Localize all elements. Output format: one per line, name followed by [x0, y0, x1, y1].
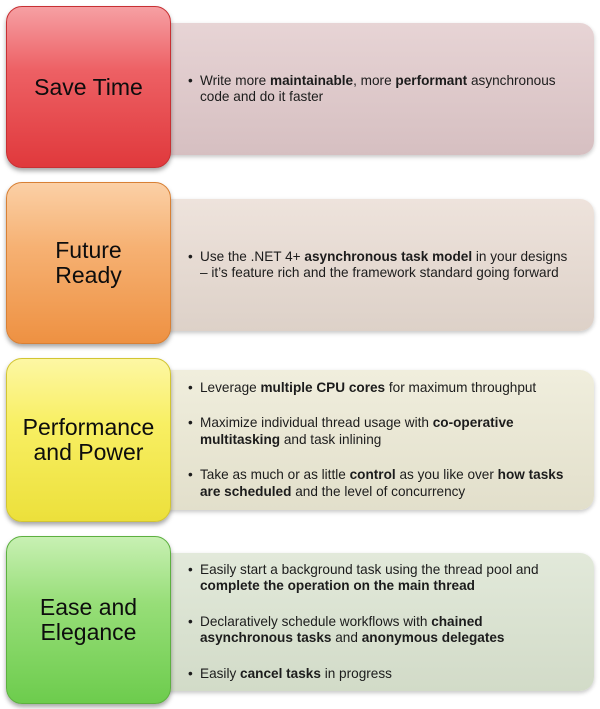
bullet-text: for maximum throughput — [385, 379, 537, 395]
bullet-text: Maximize individual thread usage with — [200, 415, 433, 431]
bullet-point: • Declaratively schedule workflows with c… — [188, 614, 576, 647]
benefit-description-panel: • Use the .NET 4+ asynchronous task model… — [150, 199, 594, 331]
bullet-text: Leverage — [200, 379, 261, 395]
bullet-text: in your designs – it’s feature rich and … — [200, 248, 568, 280]
bullet-text: , more — [353, 72, 396, 88]
bullet-text: Easily — [200, 665, 241, 681]
bullet-icon: • — [188, 379, 193, 395]
bullet-icon: • — [188, 415, 193, 431]
bullet-point: • Easily start a background task using th… — [188, 562, 576, 595]
bullet-bold-text: multiple CPU cores — [260, 379, 386, 395]
bullet-text: and — [331, 630, 362, 646]
bullet-bold-text: how tasks are scheduled — [200, 467, 564, 499]
bullet-text: Write more — [200, 72, 270, 88]
bullet-text: and task inlining — [280, 431, 382, 447]
bullet-icon: • — [188, 467, 193, 483]
benefit-label-line: Elegance — [40, 619, 137, 645]
bullet-text: and the level of concurrency — [291, 483, 466, 499]
benefit-label-line: Ready — [55, 262, 122, 288]
bullet-bold-text: asynchronous task model — [304, 248, 473, 264]
benefit-label-line: Save Time — [34, 73, 143, 100]
bullet-text: asynchronous code and do it faster — [200, 72, 556, 104]
benefit-label-line: Ease and — [39, 594, 138, 620]
bullet-text: Declaratively schedule workflows with — [200, 613, 432, 629]
bullet-point: • Take as much or as little control as yo… — [188, 467, 576, 500]
benefit-label-line: Future — [55, 237, 122, 263]
bullet-text: in progress — [320, 665, 392, 681]
bullet-bold-text: co-operative multitasking — [200, 415, 514, 447]
bullet-icon: • — [188, 72, 193, 88]
bullet-point: • Maximize individual thread usage with c… — [188, 415, 576, 448]
bullet-text: Take as much or as little — [200, 467, 350, 483]
bullet-bold-text: chained asynchronous tasks — [200, 613, 483, 646]
bullet-bold-text: control — [349, 467, 396, 483]
bullet-point: • Use the .NET 4+ asynchronous task model… — [188, 249, 576, 282]
bullet-point: • Write more maintainable, more performan… — [188, 73, 576, 106]
bullet-bold-text: cancel tasks — [240, 665, 321, 681]
bullet-text: Use the .NET 4+ — [200, 248, 305, 264]
benefit-description-panel: • Easily start a background task using th… — [150, 553, 594, 691]
benefit-row-ease-and-elegance: • Easily start a background task using th… — [0, 536, 600, 704]
bullet-icon: • — [188, 248, 193, 264]
benefit-description-panel: • Leverage multiple CPU cores for maximum… — [150, 370, 594, 510]
bullet-bold-text: complete the operation on the main threa… — [200, 578, 475, 594]
benefit-row-future-ready: • Use the .NET 4+ asynchronous task model… — [0, 182, 600, 344]
bullet-point: • Easily cancel tasks in progress — [188, 666, 576, 682]
benefit-row-performance-and-power: • Leverage multiple CPU cores for maximum… — [0, 358, 600, 522]
bullet-text: Easily start a background task using the… — [200, 561, 539, 577]
benefit-label-line: Performance — [22, 414, 155, 440]
bullet-bold-text: maintainable — [270, 72, 354, 88]
benefit-description-panel: • Write more maintainable, more performan… — [150, 23, 594, 155]
benefit-label-line: and Power — [33, 439, 144, 465]
bullet-bold-text: performant — [395, 72, 468, 88]
benefit-row-save-time: • Write more maintainable, more performan… — [0, 6, 600, 168]
bullet-icon: • — [188, 665, 193, 681]
bullet-text: as you like over — [395, 467, 498, 483]
bullet-icon: • — [188, 613, 193, 629]
benefit-label-box: Save Time — [6, 6, 171, 168]
bullet-icon: • — [188, 561, 193, 577]
bullet-bold-text: anonymous delegates — [361, 630, 505, 646]
bullet-point: • Leverage multiple CPU cores for maximum… — [188, 380, 576, 396]
